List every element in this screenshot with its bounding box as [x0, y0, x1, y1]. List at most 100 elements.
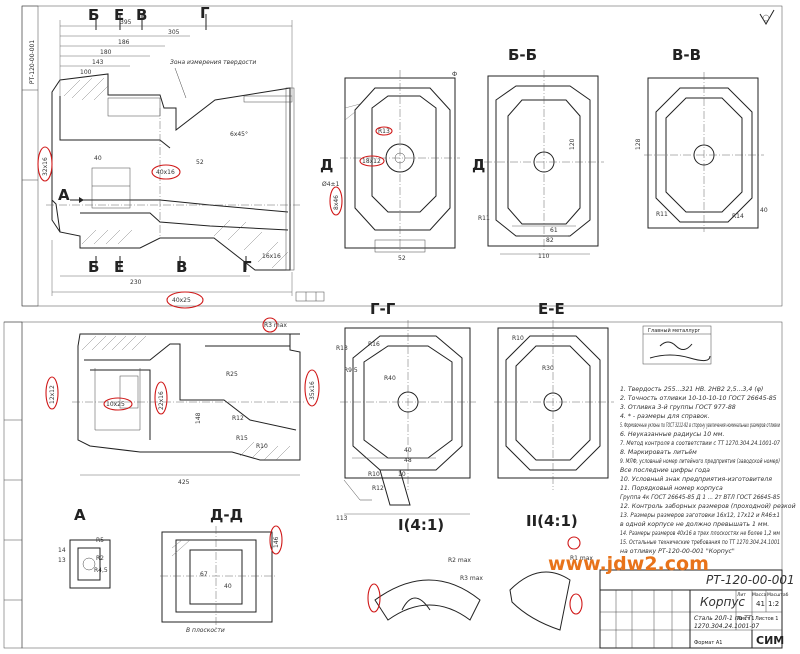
approval-stamp-text: Главный металлург: [648, 327, 701, 334]
section-label-ee: Е-Е: [538, 300, 565, 318]
technical-notes: 1. Твердость 255...321 НВ. 2НВ2 2,5...3,…: [620, 386, 796, 555]
dim-128-vv: 128: [635, 138, 642, 150]
note-line-16: в одной корпусе не должно превышать 1 мм…: [620, 521, 769, 528]
note-line-11: 10. Условный знак предприятия-изготовите…: [620, 476, 772, 483]
section-label-view-a: А: [74, 506, 86, 524]
roughness-symbol: [759, 9, 775, 25]
view-a-marker: А: [58, 186, 70, 204]
dim-dd-side: 146: [273, 536, 280, 548]
note-line-7: 7. Метод контроля в соответствии с ТТ 12…: [620, 440, 780, 447]
title-block-lit-label: Лит: [737, 592, 746, 598]
dim-200x16: 35х16: [309, 381, 316, 400]
dim-110-bb: 110: [538, 253, 550, 260]
dim-r13: R13: [378, 128, 390, 135]
red-mark-32x16: [37, 146, 53, 182]
red-mark-r13: [375, 126, 393, 136]
section-bb-left-octagon: [340, 70, 460, 253]
section-label-vv: В-В: [672, 46, 701, 64]
dim-22x16: 22х16: [158, 391, 165, 410]
dim-54-left: 52: [398, 255, 406, 262]
dim-r15: R15: [236, 435, 248, 442]
dim-r13-gg: R13: [336, 345, 348, 352]
dim-40x25: 40х25: [172, 297, 191, 304]
dim-186: 186: [118, 39, 130, 46]
drawing-code-stamp: РТ-120-00-001: [29, 40, 36, 85]
dim-305: 305: [168, 29, 180, 36]
title-block-material-2: 1270.304.24.1001-07: [694, 623, 759, 630]
note-line-18: 15. Остальные технические требования по …: [620, 538, 780, 546]
view-a-detail: [69, 539, 111, 589]
red-mark-22x16: [154, 381, 168, 415]
note-line-17: 14. Размеры размеров 40х16 в трех плоско…: [620, 529, 780, 537]
section-label-d-right: Д: [472, 156, 485, 174]
dim-r14-vv: R14: [732, 213, 744, 220]
cut-g-bottom: Г: [242, 258, 252, 276]
dim-40-gg: 40: [404, 447, 412, 454]
dim-r40: R40: [384, 375, 396, 382]
dim-60x15: 10х25: [106, 401, 125, 408]
cut-b-top: Б: [88, 6, 99, 24]
approval-stamp: Главный металлург: [642, 325, 712, 365]
main-view-dimensions: [51, 20, 293, 296]
tolerance-frame: [295, 291, 325, 302]
dim-40x16: 40х16: [156, 169, 175, 176]
red-mark-40x25: [166, 291, 204, 309]
dim-r3max: R3 max: [264, 322, 287, 329]
dim-r2-a: R2: [96, 555, 104, 562]
red-mark-40x16: [151, 164, 181, 180]
section-bb-view: [484, 70, 604, 255]
dim-230: 230: [130, 279, 142, 286]
title-block-material-1: Сталь 20Л-1 по ТТ: [694, 615, 753, 622]
dim-10-gg: 10: [398, 471, 406, 478]
dim-120-bb: 120: [569, 138, 576, 150]
watermark-text: www.jdw2.com: [548, 553, 709, 575]
section-label-detail-ii: II(4:1): [526, 512, 578, 530]
dim-32x16: 32х16: [42, 157, 49, 176]
bottom-main-view: [72, 333, 305, 476]
note-line-5: 5. Формовочные уклоны по ГОСТ 3212-92 в …: [620, 422, 780, 429]
dim-r3max-i: R3 max: [460, 575, 483, 582]
note-line-15: 13. Размеры размеров заготовки 16х12, 17…: [620, 512, 780, 519]
dim-r10-gg: R10: [368, 471, 380, 478]
dim-r25: R25: [226, 371, 238, 378]
cut-b-bottom: Б: [88, 258, 99, 276]
dim-r30: R30: [542, 365, 554, 372]
note-line-6: 6. Неуказанные радиусы 10 мм.: [620, 431, 724, 438]
dim-82: 82: [546, 237, 554, 244]
note-line-13: Группа 4к ГОСТ 26645-85 Д 1 ... 2т ВТЛ Г…: [620, 494, 780, 501]
dim-r12-bl: R12: [232, 415, 244, 422]
binding-strip-bottom: [3, 321, 23, 649]
note-line-9: 9. МЛФ, условный номер литейного предпри…: [620, 458, 780, 465]
dim-r10-bl: R10: [256, 443, 268, 450]
dim-r11-bb: R11: [478, 215, 490, 222]
dim-r2max-i: R2 max: [448, 557, 471, 564]
dim-425: 425: [178, 479, 190, 486]
red-mark-18x12: [359, 155, 385, 167]
section-label-dd-top: Д: [320, 156, 333, 174]
dim-180: 180: [100, 49, 112, 56]
dim-25x16: 16х16: [262, 253, 281, 260]
note-line-10: Все последние цифры года: [620, 467, 710, 474]
dim-113: 113: [336, 515, 348, 522]
in-plane-note: В плоскости: [186, 627, 225, 634]
dim-r9-5: R9,5: [344, 367, 358, 374]
section-label-gg: Г-Г: [370, 300, 396, 318]
note-line-14: 12. Контроль заборных размеров (проходно…: [620, 502, 796, 510]
zone-note: Зона измерения твердости: [170, 59, 256, 66]
dim-40-vv: 40: [760, 207, 768, 214]
red-mark-200x16: [304, 369, 320, 407]
dim-67: 67: [200, 571, 208, 578]
dim-177: 52: [196, 159, 204, 166]
dim-8x46: 8х46: [333, 195, 340, 210]
dim-100: 100: [80, 69, 92, 76]
title-block-format: Формат А1: [694, 640, 722, 646]
title-block-scale-value: 1:2: [768, 600, 779, 608]
note-line-3: 3. Отливка 3-й группы ГОСТ 977-88: [620, 404, 736, 411]
note-line-12: 11. Порядковый номер корпуса: [620, 485, 723, 492]
dim-phi: Ф: [452, 71, 457, 78]
dim-18x12: 18х12: [362, 158, 381, 165]
note-line-19: на отливку РТ-120-00-001 "Корпус": [620, 548, 735, 555]
title-block-drawing-code: РТ-120-00-001: [706, 573, 795, 587]
dim-16x12: 12х12: [49, 385, 56, 404]
